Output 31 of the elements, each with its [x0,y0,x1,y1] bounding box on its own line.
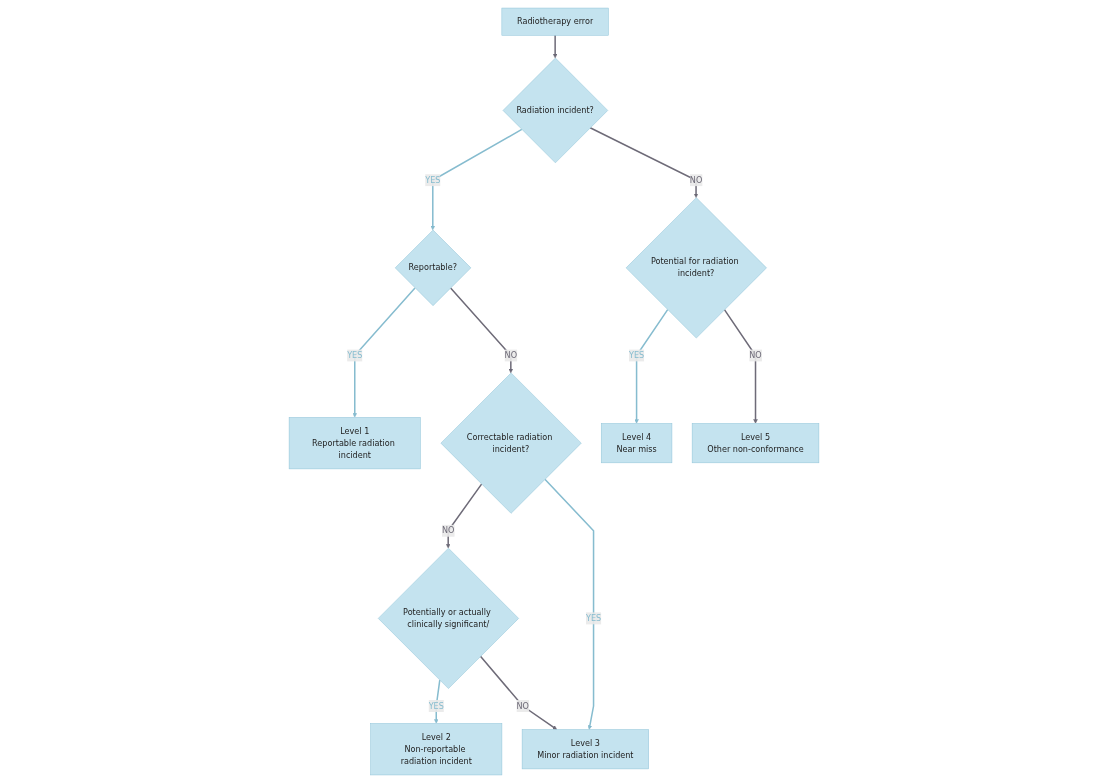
arrow [434,679,441,724]
edge-label: NO [441,525,455,536]
node-box: Level 3 Minor radiation incident [521,729,649,770]
edge-label: YES [585,613,602,623]
edge-label: YES [628,350,645,361]
arrow [589,127,699,198]
node-box: Radiotherapy error [501,7,609,36]
node-box: Level 5 Other non-conformance [691,423,820,464]
arrow [723,308,758,424]
edge-label: YES [425,175,441,185]
node-diamond: Potentially or actually clinically significant/ [378,547,519,689]
node-diamond: Radiation incident? [502,57,609,164]
arrow [544,478,595,730]
arrow [449,287,514,374]
edge-label: YES [428,700,444,711]
edge-label: YES [347,350,363,361]
arrow [479,655,558,730]
arrow [552,34,558,59]
node-diamond: Potential for radiation incident? [625,197,767,339]
node-box: Level 2 Non-reportable radiation incident [370,723,503,776]
edge-label: NO [504,350,518,361]
node-diamond: Reportable? [394,229,472,306]
arrow [634,308,669,424]
arrow [430,128,523,231]
arrow [352,287,416,418]
edge-label: NO [749,350,762,361]
edge-label: NO [689,175,703,185]
node-box: Level 4 Near miss [600,423,673,464]
node-diamond: Correctable radiation incident? [440,372,582,514]
node-box: Level 1 Reportable radiation incident [288,417,421,470]
edge-label: NO [516,700,529,711]
